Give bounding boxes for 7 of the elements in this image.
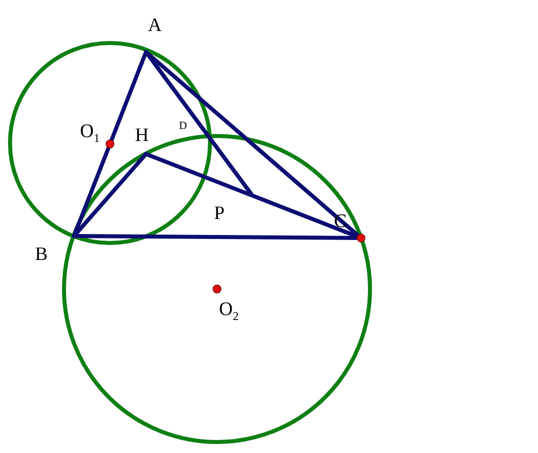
point-label: O$_{1}$ — [80, 122, 100, 144]
point-label: B — [35, 245, 48, 264]
point-label: H — [135, 126, 149, 145]
point-label: D — [179, 121, 187, 132]
point-label: O$_{2}$ — [219, 300, 239, 322]
point-label: P — [214, 204, 225, 223]
point-label: A — [148, 16, 162, 35]
